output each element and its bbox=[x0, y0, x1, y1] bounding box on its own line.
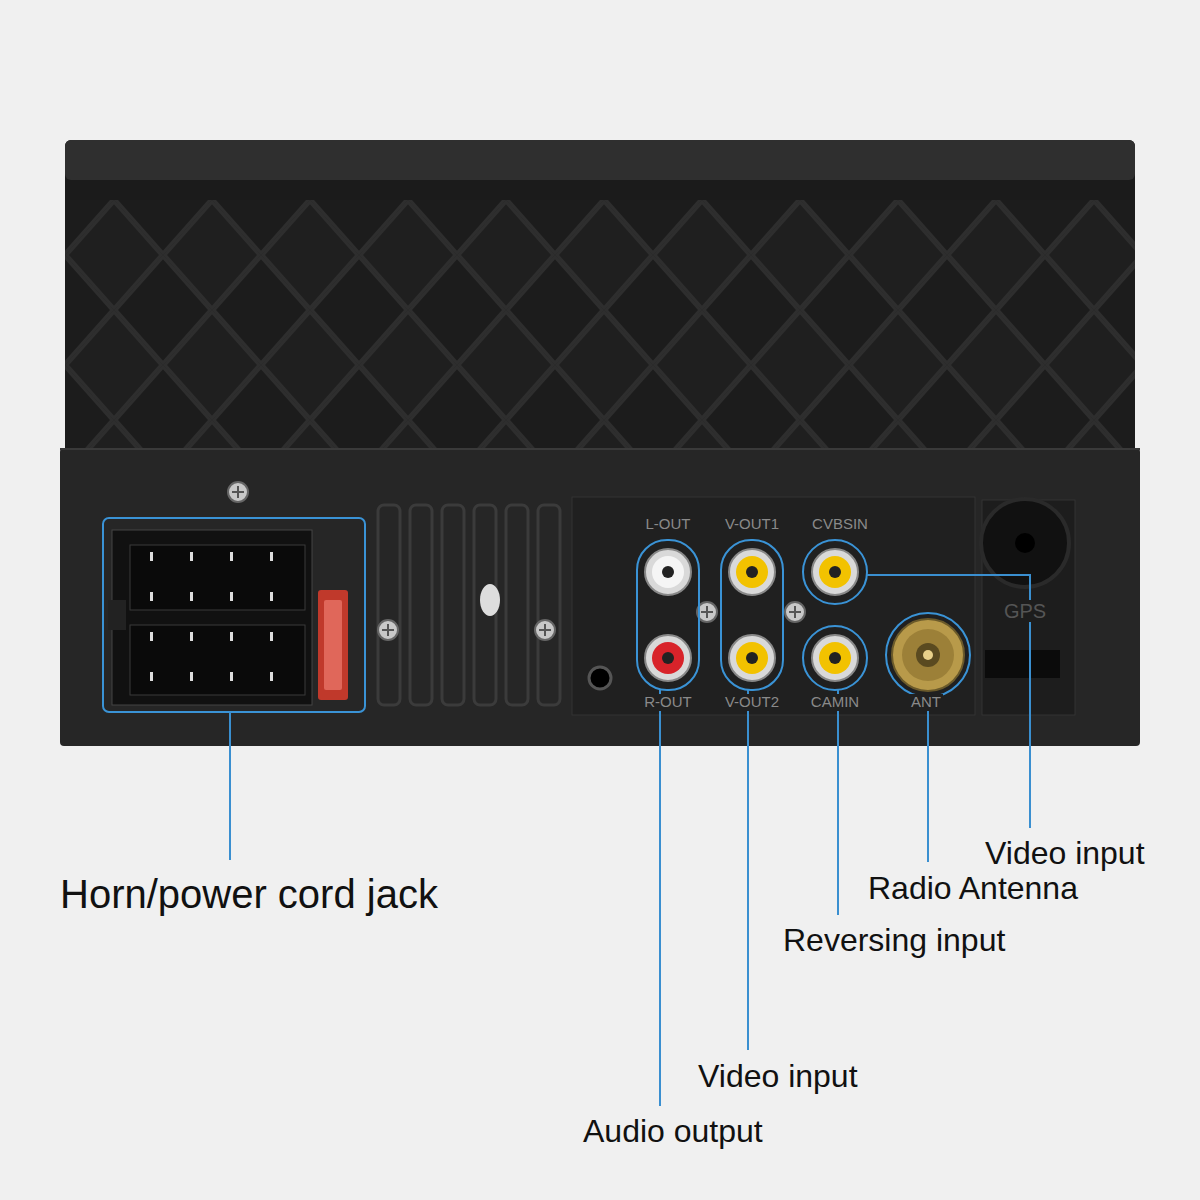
reset-button bbox=[480, 584, 500, 616]
leader-line bbox=[837, 690, 839, 915]
port-label: CAMIN bbox=[809, 694, 861, 711]
screw bbox=[378, 620, 398, 640]
gps-socket bbox=[981, 499, 1069, 587]
gps-hole bbox=[1015, 533, 1035, 553]
port-label: L-OUT bbox=[644, 516, 693, 533]
housing bbox=[60, 140, 1140, 746]
connector-pins bbox=[150, 632, 310, 682]
screw bbox=[535, 620, 555, 640]
vent-slot bbox=[442, 505, 464, 705]
rca-yellow bbox=[812, 635, 858, 681]
leader-line bbox=[229, 712, 231, 860]
port-label: GPS bbox=[1002, 600, 1048, 622]
port-label: ANT bbox=[909, 694, 943, 711]
vent-grooves bbox=[378, 505, 560, 705]
gps-panel bbox=[982, 500, 1075, 715]
leader-lines bbox=[230, 575, 1030, 1106]
rca-jacks bbox=[645, 549, 858, 681]
highlight-pair bbox=[721, 540, 783, 690]
port-label: V-OUT1 bbox=[723, 516, 781, 533]
back-panel bbox=[60, 448, 1140, 746]
rca-white bbox=[645, 549, 691, 595]
av-subpanel bbox=[572, 497, 975, 715]
housing-lid bbox=[65, 140, 1135, 180]
gps-port bbox=[981, 499, 1075, 715]
callout-label: Radio Antenna bbox=[868, 871, 1078, 906]
callout-label: Reversing input bbox=[783, 923, 1005, 958]
connector-tab bbox=[108, 600, 126, 630]
leader-line bbox=[747, 690, 749, 1050]
callout-label: Video input bbox=[985, 836, 1145, 871]
port-label: CVBSIN bbox=[810, 516, 870, 533]
vent-slot bbox=[506, 505, 528, 705]
panel-edge bbox=[60, 448, 1140, 450]
diamond-texture bbox=[65, 200, 1135, 450]
callout-label: Video input bbox=[698, 1059, 858, 1094]
leader-line bbox=[659, 690, 661, 1106]
aux-jack bbox=[589, 667, 611, 689]
highlights bbox=[637, 540, 970, 697]
screw bbox=[785, 602, 805, 622]
rca-yellow bbox=[729, 635, 775, 681]
rca-yellow bbox=[729, 549, 775, 595]
connector-pins bbox=[150, 552, 310, 602]
antenna-socket bbox=[892, 619, 964, 691]
iso-connector bbox=[103, 518, 365, 712]
housing-top bbox=[65, 140, 1135, 450]
screw bbox=[228, 482, 248, 502]
highlight-ring bbox=[886, 613, 970, 697]
highlight-ring bbox=[803, 626, 867, 690]
rca-yellow bbox=[812, 549, 858, 595]
rca-red bbox=[645, 635, 691, 681]
vent-slot bbox=[538, 505, 560, 705]
highlight-pair bbox=[637, 540, 699, 690]
highlight-ring bbox=[803, 540, 867, 604]
callout-label: Horn/power cord jack bbox=[60, 872, 438, 916]
port-label: R-OUT bbox=[642, 694, 694, 711]
vent-slot bbox=[410, 505, 432, 705]
gps-slot bbox=[985, 650, 1060, 678]
port-label: V-OUT2 bbox=[723, 694, 781, 711]
leader-line bbox=[927, 697, 929, 862]
callout-label: Audio output bbox=[583, 1114, 763, 1149]
screws bbox=[228, 482, 805, 640]
connector-body bbox=[112, 530, 312, 705]
vent-slot bbox=[378, 505, 400, 705]
fuse bbox=[318, 590, 348, 700]
fuse-window bbox=[324, 600, 342, 690]
highlight-box bbox=[103, 518, 365, 712]
